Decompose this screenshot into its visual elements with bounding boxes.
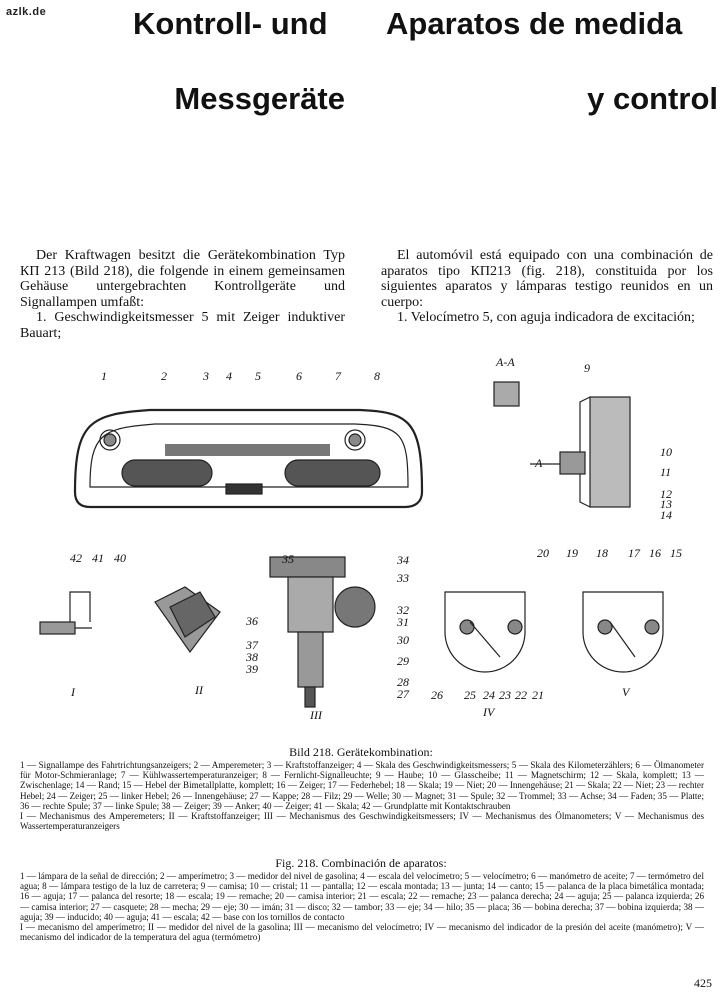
page-number: 425 [694, 976, 712, 990]
svg-text:29: 29 [397, 654, 409, 668]
svg-text:22: 22 [515, 688, 527, 702]
section-label: A-A [495, 355, 515, 369]
lamp-left [99, 429, 121, 451]
gauge-left [121, 459, 213, 487]
watermark: azlk.de [6, 6, 47, 18]
title-de-line2: Messgeräte [174, 81, 345, 116]
svg-text:3: 3 [202, 369, 209, 383]
panel-inner [89, 423, 409, 488]
svg-text:20: 20 [537, 546, 549, 560]
svg-text:42: 42 [70, 551, 82, 565]
column-spanish: El automóvil está equipado con una combi… [381, 248, 713, 326]
svg-text:8: 8 [374, 369, 380, 383]
svg-text:40: 40 [114, 551, 126, 565]
caption-es-title: Fig. 218. Combinación de aparatos: [275, 856, 447, 870]
lamp-right [344, 429, 366, 451]
svg-text:4: 4 [226, 369, 232, 383]
svg-text:21: 21 [532, 688, 544, 702]
svg-text:7: 7 [335, 369, 342, 383]
paragraph-de-2: 1. Geschwindigkeitsmesser 5 mit Zeiger i… [20, 310, 345, 341]
gauge-iv [444, 591, 526, 673]
odometer [225, 483, 263, 495]
svg-text:2: 2 [161, 369, 167, 383]
svg-text:III: III [309, 708, 323, 722]
svg-text:24: 24 [483, 688, 495, 702]
gauge-right [284, 459, 381, 487]
svg-text:15: 15 [670, 546, 682, 560]
svg-text:38: 38 [245, 650, 258, 664]
svg-text:25: 25 [464, 688, 476, 702]
svg-text:26: 26 [431, 688, 443, 702]
caption-es-legend: 1 — lámpara de la señal de dirección; 2 … [20, 871, 704, 922]
svg-text:31: 31 [396, 615, 409, 629]
svg-text:30: 30 [396, 633, 409, 647]
svg-text:11: 11 [660, 465, 671, 479]
title-es-line1: Aparatos de medida [386, 6, 683, 41]
svg-text:II: II [194, 683, 204, 697]
svg-text:18: 18 [596, 546, 608, 560]
title-de-line1: Kontroll- und [133, 6, 328, 41]
speedo-scale [165, 444, 330, 456]
section-marker: A [534, 456, 543, 470]
svg-text:34: 34 [396, 553, 409, 567]
caption-es-body: 1 — lámpara de la señal de dirección; 2 … [20, 871, 704, 942]
panel-housing [73, 408, 424, 509]
svg-text:10: 10 [660, 445, 672, 459]
gauge-v [582, 591, 664, 673]
svg-text:16: 16 [649, 546, 661, 560]
svg-text:I: I [70, 685, 76, 699]
svg-text:41: 41 [92, 551, 104, 565]
column-german: Der Kraftwagen besitzt die Gerätekombina… [20, 248, 345, 341]
paragraph-de-1: Der Kraftwagen besitzt die Gerätekombina… [20, 248, 345, 310]
caption-de-mechanisms: I — Mechanismus des Amperemeters; II — K… [20, 811, 704, 832]
svg-text:39: 39 [245, 662, 258, 676]
caption-de-title: Bild 218. Gerätekombination: [289, 745, 433, 759]
svg-text:33: 33 [396, 571, 409, 585]
svg-text:5: 5 [255, 369, 261, 383]
svg-text:17: 17 [628, 546, 641, 560]
svg-text:9: 9 [584, 361, 590, 375]
caption-de-legend: 1 — Signallampe des Fahrtrichtungsanzeig… [20, 760, 704, 811]
svg-text:14: 14 [660, 508, 672, 522]
svg-text:IV: IV [482, 705, 496, 719]
svg-text:19: 19 [566, 546, 578, 560]
svg-text:23: 23 [499, 688, 511, 702]
svg-text:28: 28 [397, 675, 409, 689]
svg-text:27: 27 [397, 687, 410, 701]
title-es-line2: y control [587, 81, 718, 116]
paragraph-es-2: 1. Velocímetro 5, con aguja indicadora d… [397, 310, 695, 325]
caption-de-body: 1 — Signallampe des Fahrtrichtungsanzeig… [20, 760, 704, 831]
svg-text:V: V [622, 685, 631, 699]
svg-text:12: 12 [660, 487, 672, 501]
paragraph-es-1: El automóvil está equipado con una combi… [381, 248, 713, 310]
svg-text:1: 1 [101, 369, 107, 383]
svg-text:32: 32 [396, 603, 409, 617]
svg-text:6: 6 [296, 369, 302, 383]
side-view-body [589, 396, 631, 508]
svg-text:36: 36 [245, 614, 258, 628]
caption-es-mechanisms: I — mecanismo del amperímetro; II — medi… [20, 922, 704, 943]
svg-text:37: 37 [245, 638, 259, 652]
svg-text:13: 13 [660, 497, 672, 511]
svg-text:35: 35 [281, 552, 294, 566]
